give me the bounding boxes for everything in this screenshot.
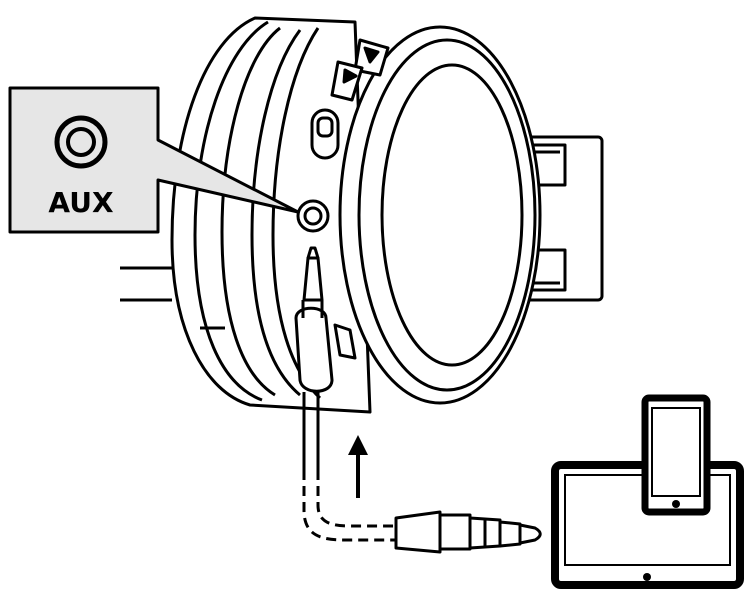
aux-callout: AUX bbox=[8, 86, 300, 234]
insert-direction-arrow bbox=[348, 435, 368, 498]
audio-cable bbox=[294, 246, 542, 554]
headphone-earcup bbox=[120, 16, 604, 414]
audio-jack-icon bbox=[54, 115, 108, 169]
smartphone-icon bbox=[641, 394, 711, 516]
aux-label: AUX bbox=[48, 186, 114, 219]
